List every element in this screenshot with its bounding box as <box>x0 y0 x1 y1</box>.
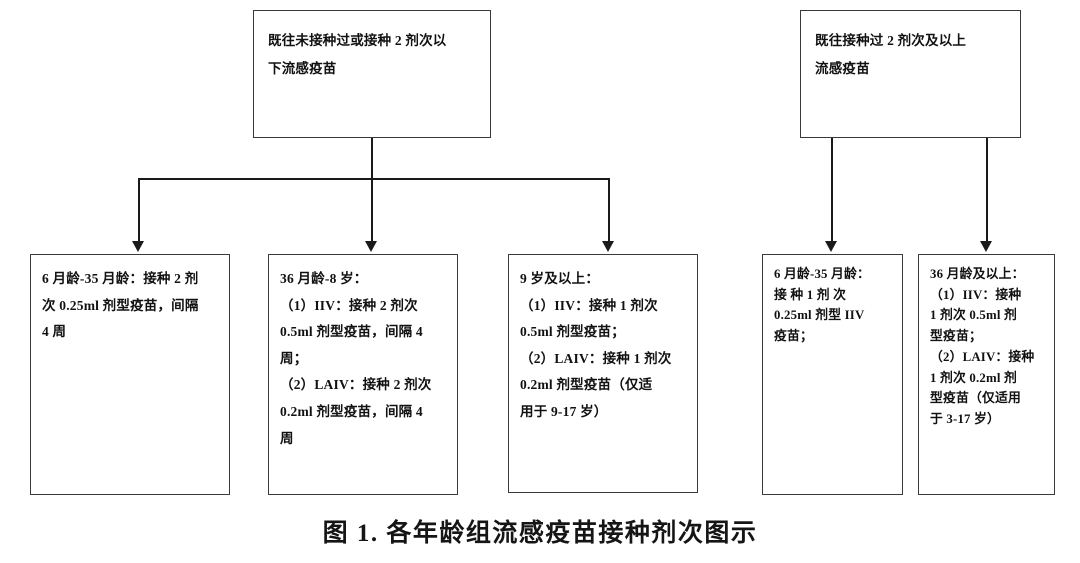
arrowhead-left-middle <box>365 241 377 252</box>
node-no-prior-or-under-2-doses: 既往未接种过或接种 2 剂次以 下流感疫苗 <box>253 10 491 138</box>
connector-left-drop-1 <box>138 178 140 242</box>
figure-caption: 图 1. 各年龄组流感疫苗接种剂次图示 <box>322 520 758 547</box>
node-age-6m-35m-right: 6 月龄-35 月龄： 接 种 1 剂 次 0.25ml 剂型 IIV 疫苗； <box>762 254 903 495</box>
arrowhead-right-first <box>825 241 837 252</box>
connector-right-drop-2 <box>986 138 988 242</box>
connector-left-distribution-bar <box>138 178 610 180</box>
connector-right-drop-1 <box>831 138 833 242</box>
node-age-6m-35m-left: 6 月龄-35 月龄：接种 2 剂 次 0.25ml 剂型疫苗，间隔 4 周 <box>30 254 230 495</box>
node-age-9y-plus: 9 岁及以上： （1）IIV：接种 1 剂次 0.5ml 剂型疫苗； （2）LA… <box>508 254 698 493</box>
connector-left-trunk <box>371 138 373 242</box>
arrowhead-left-first <box>132 241 144 252</box>
connector-left-drop-3 <box>608 178 610 242</box>
node-prior-2-or-more-doses: 既往接种过 2 剂次及以上 流感疫苗 <box>800 10 1021 138</box>
arrowhead-right-second <box>980 241 992 252</box>
node-age-36m-plus: 36 月龄及以上： （1）IIV：接种 1 剂次 0.5ml 剂 型疫苗； （2… <box>918 254 1055 495</box>
node-age-36m-8y: 36 月龄-8 岁： （1）IIV：接种 2 剂次 0.5ml 剂型疫苗，间隔 … <box>268 254 458 495</box>
arrowhead-left-third <box>602 241 614 252</box>
